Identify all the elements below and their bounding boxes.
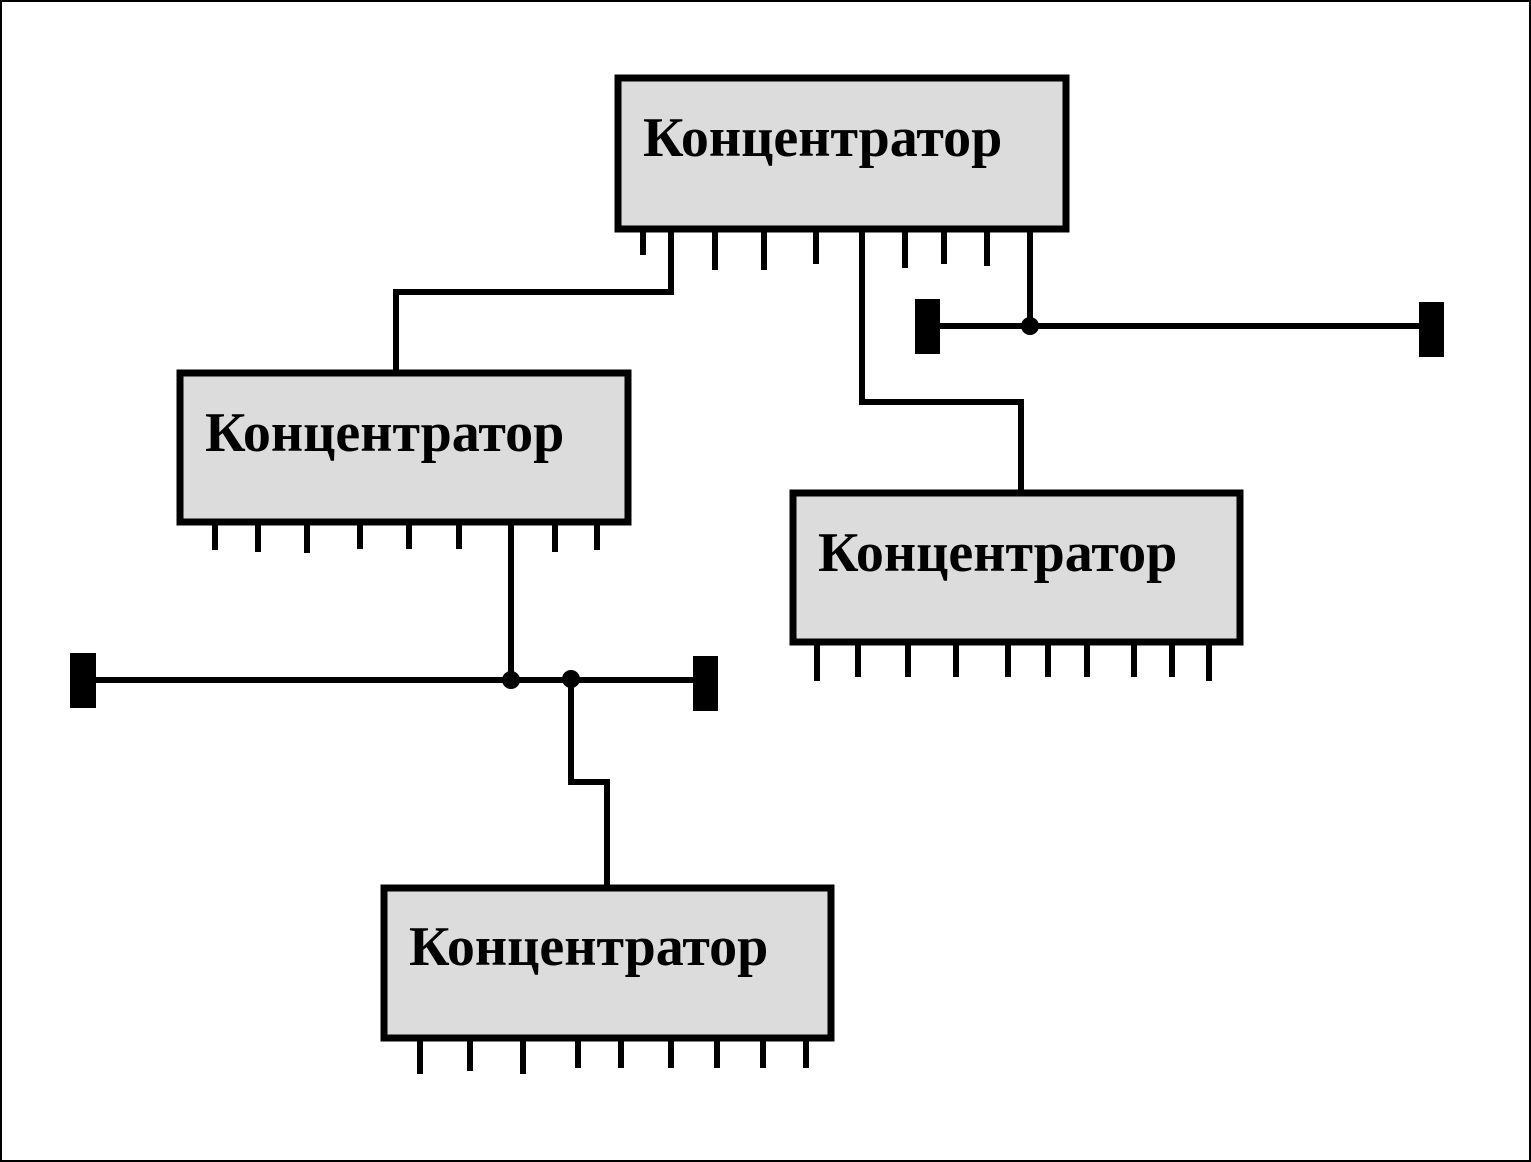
bus-terminator-right [1419,302,1444,357]
bus-terminator-left [915,299,940,354]
bus-terminator-right [693,656,718,711]
hub-label: Концентратор [818,522,1177,584]
hub-box [789,489,1244,646]
bus-left [70,653,718,711]
bus-terminator-left [70,653,96,708]
hub-label: Концентратор [643,107,1002,169]
hub-box [176,369,632,526]
hub-box [614,74,1070,233]
hub-label: Концентратор [409,916,768,978]
hub-left: Концентратор [176,369,632,553]
hub-right: Концентратор [789,489,1244,681]
bus-tap-junction [502,671,520,689]
hub-label: Концентратор [205,402,564,464]
bus-right [915,299,1444,357]
hub-box [380,884,835,1042]
bus-tap-junction [1021,317,1039,335]
link-top-hub-to-right-hub [859,232,1024,492]
link-top-hub-to-left-hub [393,232,674,371]
bus-tap-junction [562,670,580,688]
hub-bottom: Концентратор [380,884,835,1074]
hub-top: Концентратор [614,74,1070,270]
link-left-bus-to-bottom-hub [568,680,610,886]
